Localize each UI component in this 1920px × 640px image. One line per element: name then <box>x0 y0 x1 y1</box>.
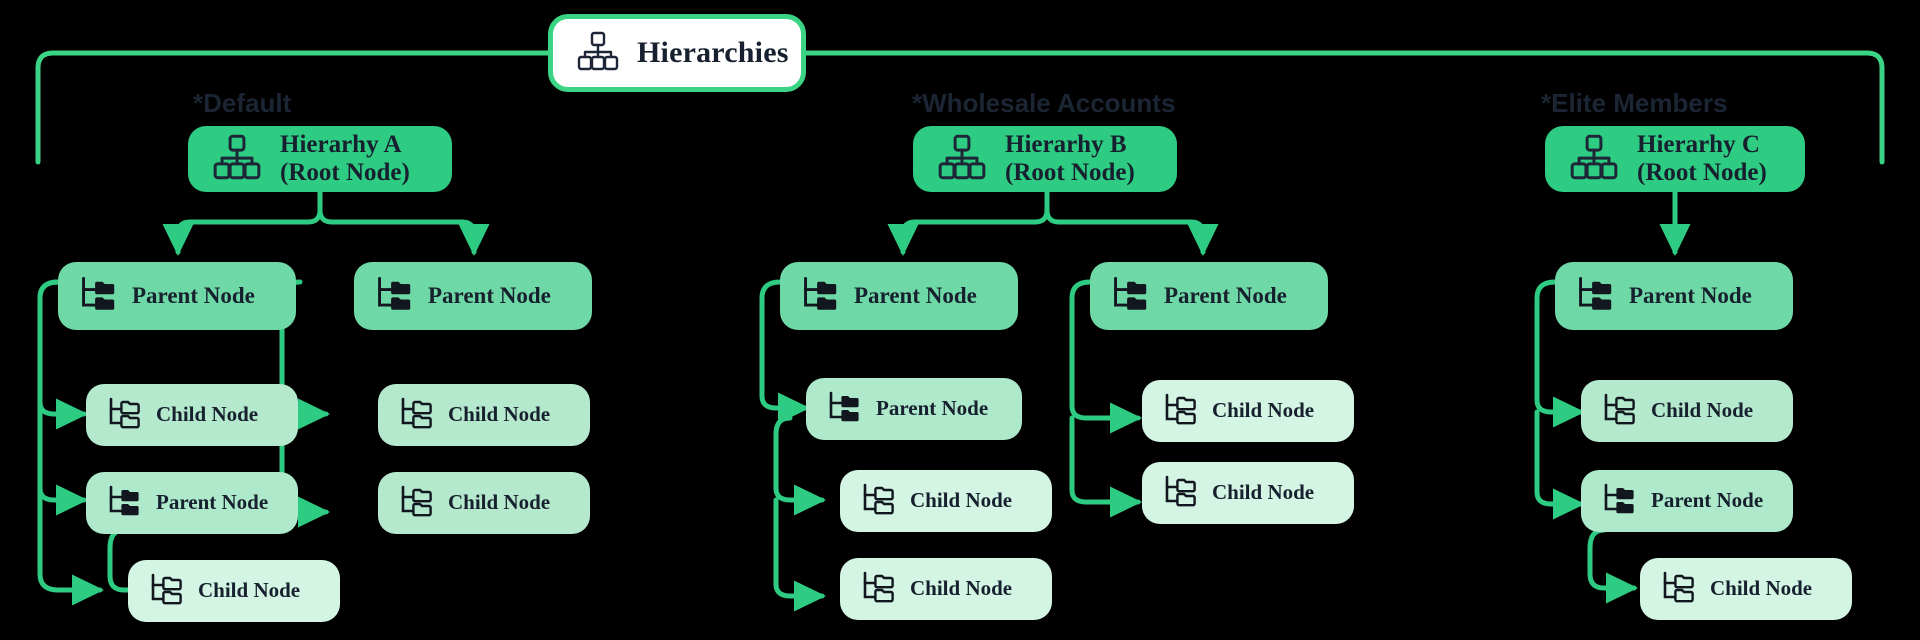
folder-tree-filled-icon <box>106 483 142 524</box>
node-label: Child Node <box>1212 480 1315 505</box>
parent-node-c1-a[interactable]: Parent Node <box>58 262 296 330</box>
hierarchy-icon <box>575 31 621 76</box>
section-heading-default: *Default <box>193 88 292 118</box>
child-node-c2-a-1[interactable]: Child Node <box>840 470 1052 532</box>
root-node-label: Hierarhy C (Root Node) <box>1637 130 1767 187</box>
node-label: Parent Node <box>1629 282 1752 308</box>
node-label: Parent Node <box>876 396 989 421</box>
edge-c1-parentdeep-to-childdeep <box>107 527 133 593</box>
root-node-label: Hierarhy B (Root Node) <box>1005 130 1135 187</box>
edge-c2-pd-to-child2 <box>773 497 827 612</box>
parent-node-c3-nested[interactable]: Parent Node <box>1581 470 1793 532</box>
folder-tree-filled-icon <box>800 274 840 319</box>
root-node-label: Hierarhy A (Root Node) <box>280 130 410 187</box>
folder-tree-filled-icon <box>826 389 862 430</box>
folder-tree-filled-icon <box>1575 274 1615 319</box>
node-label: Parent Node <box>428 282 551 308</box>
child-node-c1-b-2[interactable]: Child Node <box>378 472 590 534</box>
child-node-c1-a-1[interactable]: Child Node <box>86 384 298 446</box>
diagram-title-node[interactable]: Hierarchies <box>548 14 806 92</box>
folder-tree-filled-icon <box>1601 481 1637 522</box>
edge-c2-root-to-p2 <box>1044 180 1219 257</box>
node-label: Child Node <box>910 576 1013 601</box>
folder-tree-filled-icon <box>78 274 118 319</box>
child-node-c2-a-2[interactable]: Child Node <box>840 558 1052 620</box>
section-heading-wholesale: *Wholesale Accounts <box>912 88 1176 118</box>
folder-tree-outline-icon <box>860 569 896 610</box>
diagram-title-label: Hierarchies <box>637 36 789 69</box>
child-node-c2-b-2[interactable]: Child Node <box>1142 462 1354 524</box>
folder-tree-outline-icon <box>106 395 142 436</box>
folder-tree-outline-icon <box>1601 391 1637 432</box>
node-label: Child Node <box>156 402 259 427</box>
node-label: Parent Node <box>854 282 977 308</box>
parent-node-c1-b[interactable]: Parent Node <box>354 262 592 330</box>
folder-tree-filled-icon <box>1110 274 1150 319</box>
hierarchy-icon <box>208 134 266 185</box>
node-label: Child Node <box>448 490 551 515</box>
node-label: Parent Node <box>1651 488 1764 513</box>
root-node-hierarchy-b[interactable]: Hierarhy B (Root Node) <box>913 126 1177 192</box>
parent-node-c2-a-nested[interactable]: Parent Node <box>806 378 1022 440</box>
folder-tree-outline-icon <box>148 571 184 612</box>
root-node-hierarchy-c[interactable]: Hierarhy C (Root Node) <box>1545 126 1805 192</box>
parent-node-c3-a[interactable]: Parent Node <box>1555 262 1793 330</box>
edge-c2-root-to-p1 <box>887 180 1050 257</box>
node-label: Child Node <box>910 488 1013 513</box>
child-node-c2-b-1[interactable]: Child Node <box>1142 380 1354 442</box>
node-label: Parent Node <box>156 490 269 515</box>
node-label: Child Node <box>1212 398 1315 423</box>
folder-tree-outline-icon <box>398 483 434 524</box>
root-node-hierarchy-a[interactable]: Hierarhy A (Root Node) <box>188 126 452 192</box>
edge-c1-a-to-parentdeep <box>37 411 89 516</box>
node-label: Child Node <box>448 402 551 427</box>
edge-c3-to-parentdeep <box>1534 409 1586 520</box>
folder-tree-outline-icon <box>1162 473 1198 514</box>
hierarchy-icon <box>1565 134 1623 185</box>
folder-tree-filled-icon <box>374 274 414 319</box>
folder-tree-outline-icon <box>1660 569 1696 610</box>
node-label: Child Node <box>1651 398 1754 423</box>
folder-tree-outline-icon <box>860 481 896 522</box>
parent-node-c1-a-nested[interactable]: Parent Node <box>86 472 298 534</box>
node-label: Parent Node <box>132 282 255 308</box>
node-label: Parent Node <box>1164 282 1287 308</box>
child-node-c1-a-deep[interactable]: Child Node <box>128 560 340 622</box>
edge-c2-b-to-child2 <box>1069 415 1143 518</box>
folder-tree-outline-icon <box>1162 391 1198 432</box>
parent-node-c2-a[interactable]: Parent Node <box>780 262 1018 330</box>
parent-node-c2-b[interactable]: Parent Node <box>1090 262 1328 330</box>
child-node-c1-b-1[interactable]: Child Node <box>378 384 590 446</box>
hierarchy-icon <box>933 134 991 185</box>
child-node-c3-deep[interactable]: Child Node <box>1640 558 1852 620</box>
child-node-c3-1[interactable]: Child Node <box>1581 380 1793 442</box>
node-label: Child Node <box>198 578 301 603</box>
edge-c1-root-to-p2 <box>317 180 490 257</box>
edge-c3-pd-to-childdeep <box>1587 527 1639 604</box>
folder-tree-outline-icon <box>398 395 434 436</box>
section-heading-elite: *Elite Members <box>1541 88 1728 118</box>
edge-c1-root-to-p1 <box>162 180 323 257</box>
node-label: Child Node <box>1710 576 1813 601</box>
